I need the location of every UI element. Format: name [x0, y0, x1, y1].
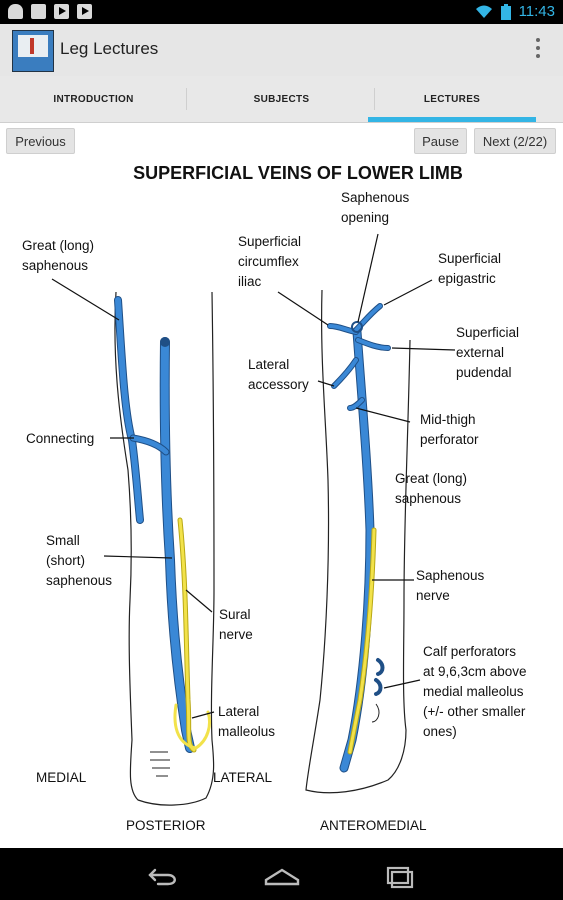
- anteromedial-veins: [327, 303, 391, 773]
- active-tab-indicator: [368, 117, 536, 122]
- status-bar: 11:43: [0, 0, 563, 24]
- small-saphenous-vein: [160, 338, 194, 752]
- play-notification-icon: [54, 4, 69, 19]
- label-superficial-epigastric: Superficial epigastric: [438, 251, 505, 286]
- tab-label: SUBJECTS: [253, 93, 310, 105]
- lecture-content: SUPERFICIAL VEINS OF LOWER LIMB: [0, 123, 563, 848]
- sural-nerve: [178, 518, 196, 752]
- next-button[interactable]: Next (2/22): [474, 128, 556, 154]
- label-superficial-circumflex-iliac: Superficial circumflex iliac: [238, 234, 305, 289]
- label-mid-thigh-perforator: Mid-thigh perforator: [420, 412, 479, 447]
- label-medial: MEDIAL: [36, 770, 87, 785]
- caption-anteromedial: ANTEROMEDIAL: [320, 818, 427, 833]
- caption-posterior: POSTERIOR: [126, 818, 206, 833]
- label-superficial-external-pudendal: Superficial external pudendal: [456, 325, 523, 380]
- saphenous-nerve: [348, 528, 376, 754]
- label-connecting: Connecting: [26, 431, 94, 446]
- battery-icon: [500, 3, 511, 20]
- image-notification-icon: [31, 4, 46, 19]
- label-lateral-accessory: Lateral accessory: [248, 357, 309, 392]
- anteromedial-leg-outline: [305, 289, 411, 794]
- pause-button[interactable]: Pause: [414, 128, 467, 154]
- wifi-icon: [475, 5, 492, 18]
- home-icon[interactable]: [264, 868, 300, 886]
- tab-label: LECTURES: [423, 93, 481, 105]
- veins-diagram: SUPERFICIAL VEINS OF LOWER LIMB: [22, 163, 530, 833]
- label-saphenous-nerve: Saphenous nerve: [416, 568, 488, 603]
- posterior-veins: [114, 296, 211, 753]
- previous-button[interactable]: Previous: [6, 128, 75, 154]
- tab-lectures[interactable]: LECTURES: [368, 76, 536, 122]
- back-icon[interactable]: [148, 868, 176, 886]
- tab-bar: INTRODUCTION SUBJECTS LECTURES: [0, 76, 563, 123]
- notification-icons: [8, 4, 92, 19]
- label-small-saphenous: Small (short) saphenous: [46, 533, 112, 588]
- android-notification-icon: [8, 4, 23, 19]
- label-calf-perforators: Calf perforators at 9,6,3cm above medial…: [423, 644, 530, 739]
- tab-subjects[interactable]: SUBJECTS: [188, 76, 375, 122]
- label-saphenous-opening: Saphenous opening: [341, 190, 413, 225]
- app-logo-icon[interactable]: [12, 30, 54, 72]
- action-bar: Leg Lectures: [0, 24, 563, 76]
- label-sural-nerve: Sural nerve: [219, 607, 254, 642]
- anteromedial-leader-lines: [277, 233, 456, 689]
- figure-title: SUPERFICIAL VEINS OF LOWER LIMB: [133, 163, 463, 183]
- tab-introduction[interactable]: INTRODUCTION: [0, 76, 187, 122]
- label-lateral-malleolus: Lateral malleolus: [218, 704, 275, 739]
- app-title: Leg Lectures: [60, 39, 159, 58]
- tab-label: INTRODUCTION: [53, 93, 134, 105]
- label-great-saphenous-anteromedial: Great (long) saphenous: [395, 471, 471, 506]
- recent-apps-icon[interactable]: [386, 866, 414, 889]
- label-lateral: LATERAL: [213, 770, 273, 785]
- connecting-vein: [130, 435, 169, 455]
- posterior-leader-lines: [51, 278, 215, 719]
- status-time: 11:43: [518, 3, 555, 20]
- system-navigation-bar: [0, 848, 563, 900]
- play-store-notification-icon: [77, 4, 92, 19]
- overflow-menu-icon[interactable]: [535, 38, 541, 62]
- label-great-saphenous-posterior: Great (long) saphenous: [22, 238, 98, 273]
- posterior-leg-outline: [114, 291, 215, 806]
